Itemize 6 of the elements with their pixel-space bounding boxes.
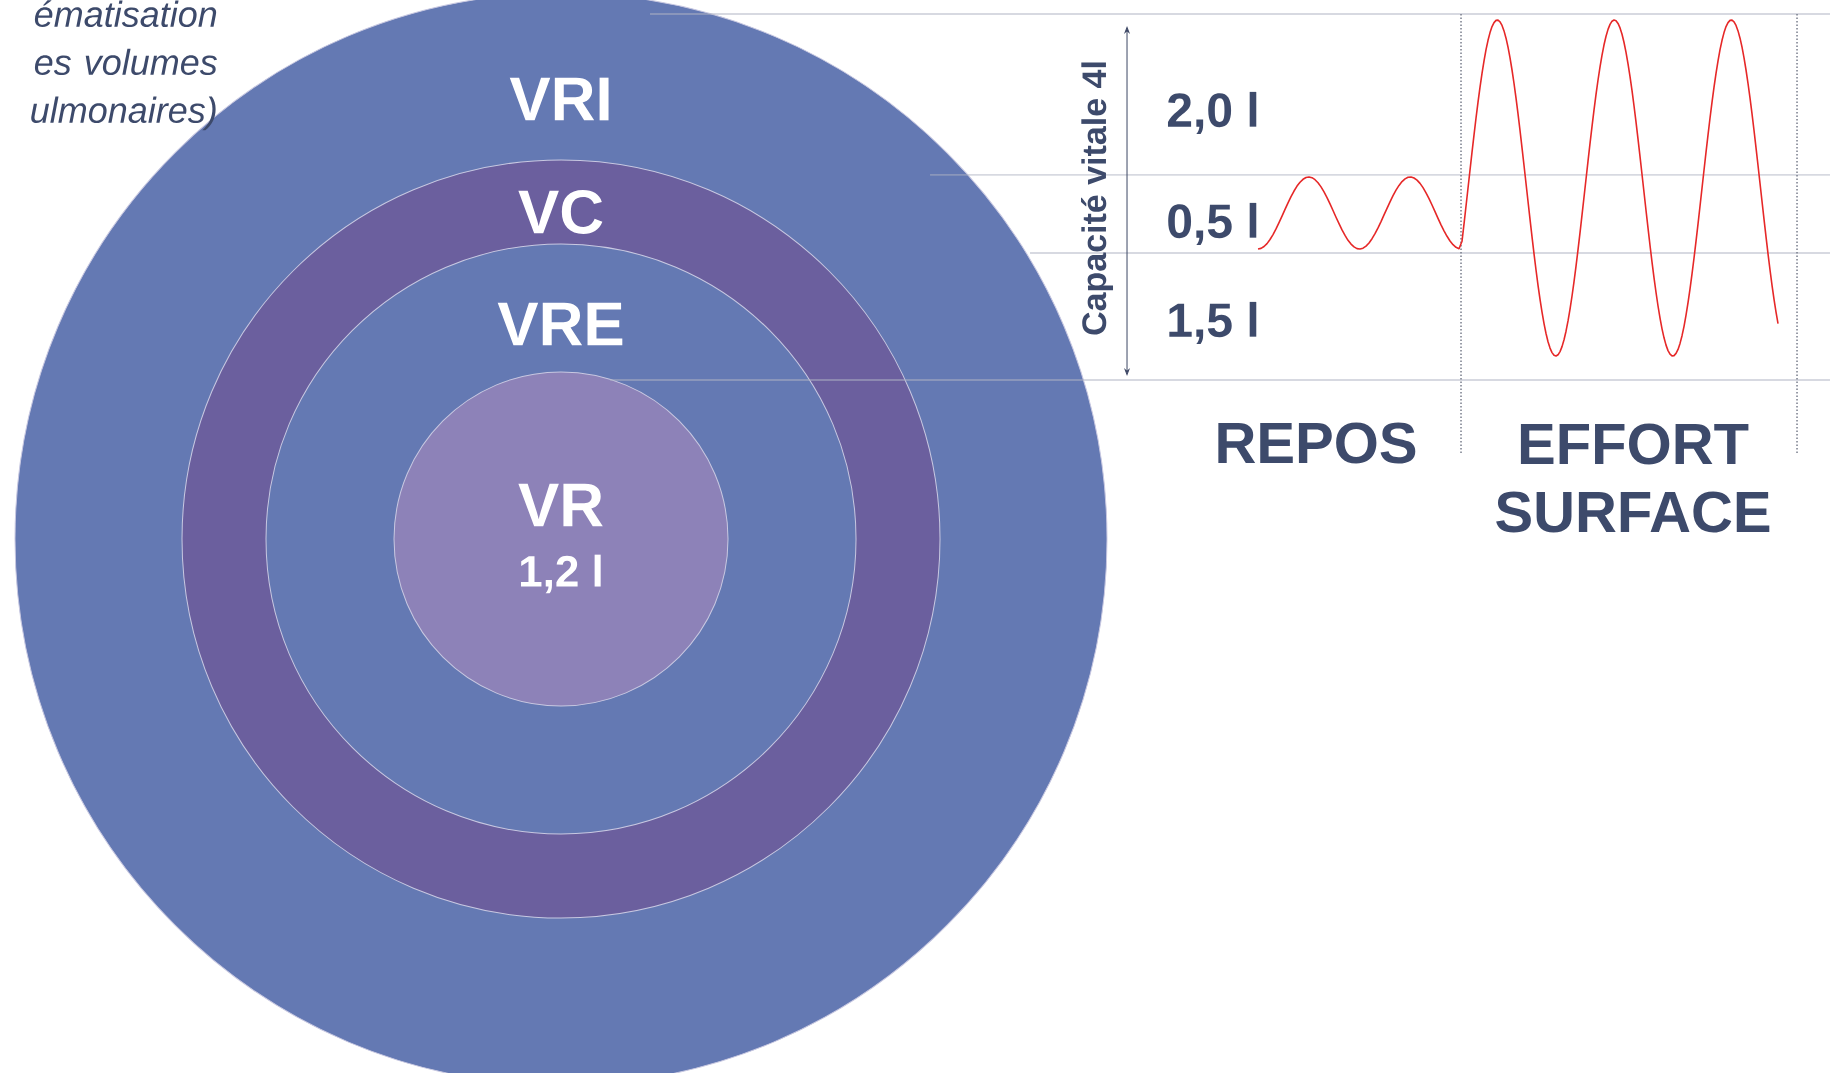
phase-label: EFFORT SURFACE <box>1496 423 1770 533</box>
phase-label: REPOS <box>1218 422 1416 464</box>
title-text: ématisation es volumes ulmonaires) <box>31 0 217 131</box>
volume-label: 1,5 l <box>1169 301 1257 345</box>
volume-label: 0,5 l <box>1168 202 1257 246</box>
volume-label: 2,0 l <box>1168 91 1257 135</box>
